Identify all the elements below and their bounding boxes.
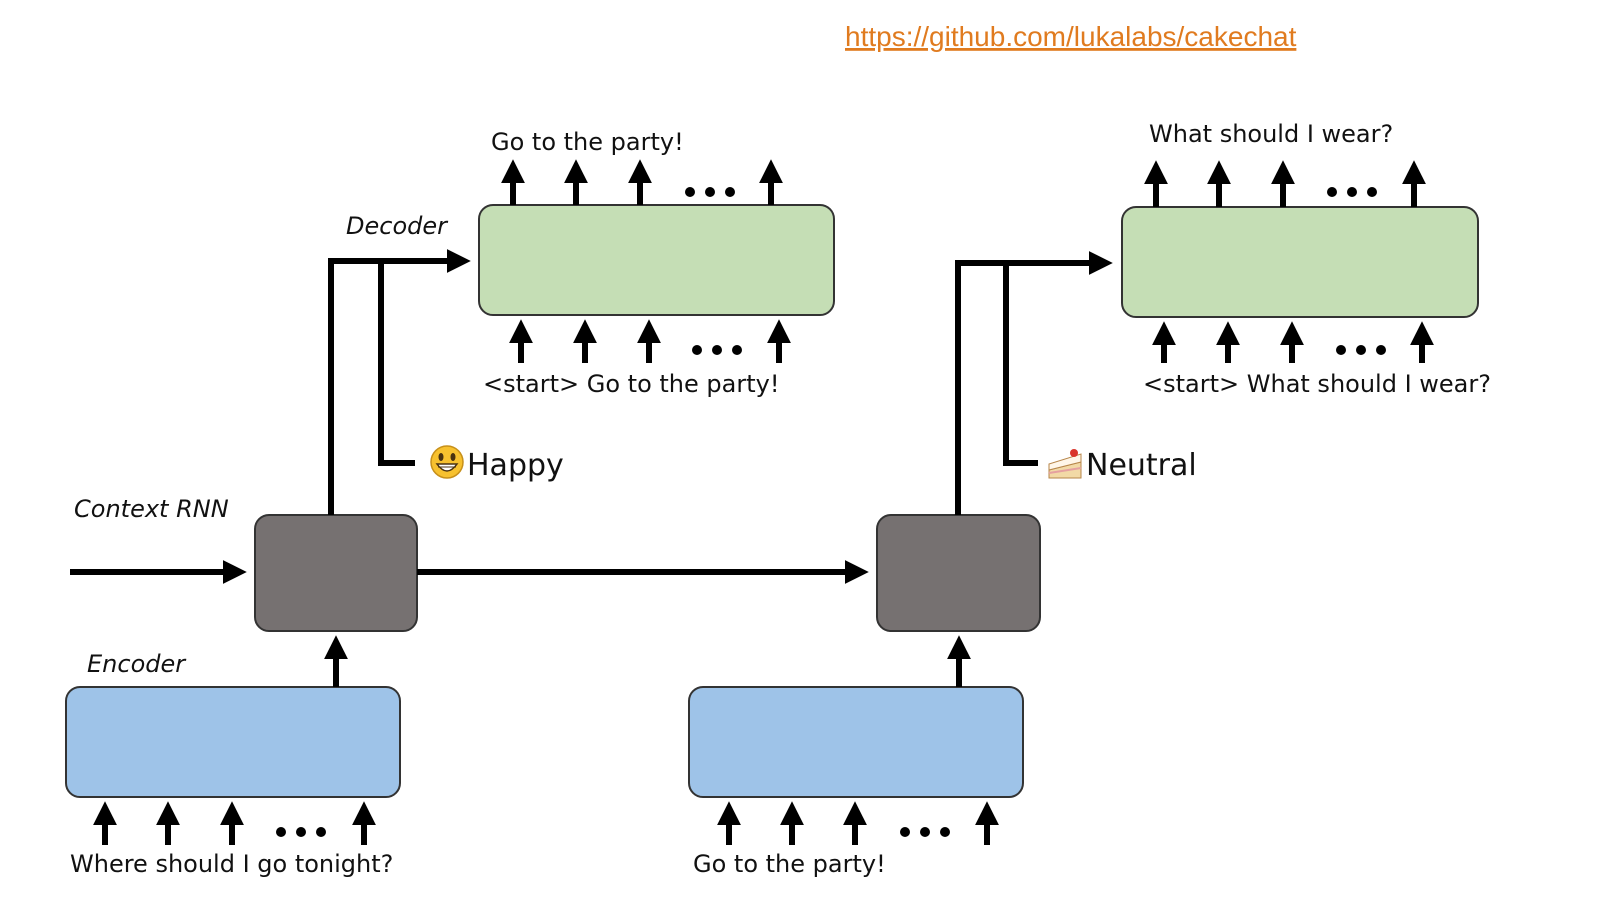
encoder-box-2 xyxy=(688,686,1024,798)
emotion-happy-label: Happy xyxy=(467,448,564,483)
decoder-box-1 xyxy=(478,204,835,316)
decoder1-output-text: Go to the party! xyxy=(491,128,684,156)
context2-to-decoder2-arrow xyxy=(955,251,1113,515)
decoder2-input-text: <start> What should I wear? xyxy=(1143,370,1491,398)
encoder-box-1 xyxy=(65,686,401,798)
decoder-label: Decoder xyxy=(346,212,449,240)
decoder2-output-text: What should I wear? xyxy=(1149,120,1393,148)
github-link[interactable]: https://github.com/lukalabs/cakechat xyxy=(845,21,1297,52)
emotion1-connector xyxy=(378,261,415,466)
context1-to-decoder1-arrow xyxy=(328,249,471,515)
emotion-neutral-label: Neutral xyxy=(1086,448,1197,483)
decoder1-input-text: <start> Go to the party! xyxy=(483,370,779,398)
encoder1-input-arrows xyxy=(93,801,376,845)
decoder1-output-arrows xyxy=(501,159,783,205)
encoder1-input-text: Where should I go tonight? xyxy=(70,850,393,878)
decoder-box-2 xyxy=(1121,206,1479,318)
context-rnn-box-2 xyxy=(876,514,1041,632)
context-rnn-label: Context RNN xyxy=(74,495,229,523)
grinning-face-icon xyxy=(430,445,464,479)
decoder2-output-arrows xyxy=(1144,160,1426,207)
encoder2-input-text: Go to the party! xyxy=(693,850,886,878)
encoder-label: Encoder xyxy=(87,650,187,678)
context-rnn-box-1 xyxy=(254,514,418,632)
emotion2-connector xyxy=(1003,263,1038,466)
decoder1-input-arrows xyxy=(509,319,791,363)
encoder2-input-arrows xyxy=(717,801,999,845)
decoder2-input-arrows xyxy=(1152,321,1434,363)
cake-slice-icon xyxy=(1048,449,1082,479)
